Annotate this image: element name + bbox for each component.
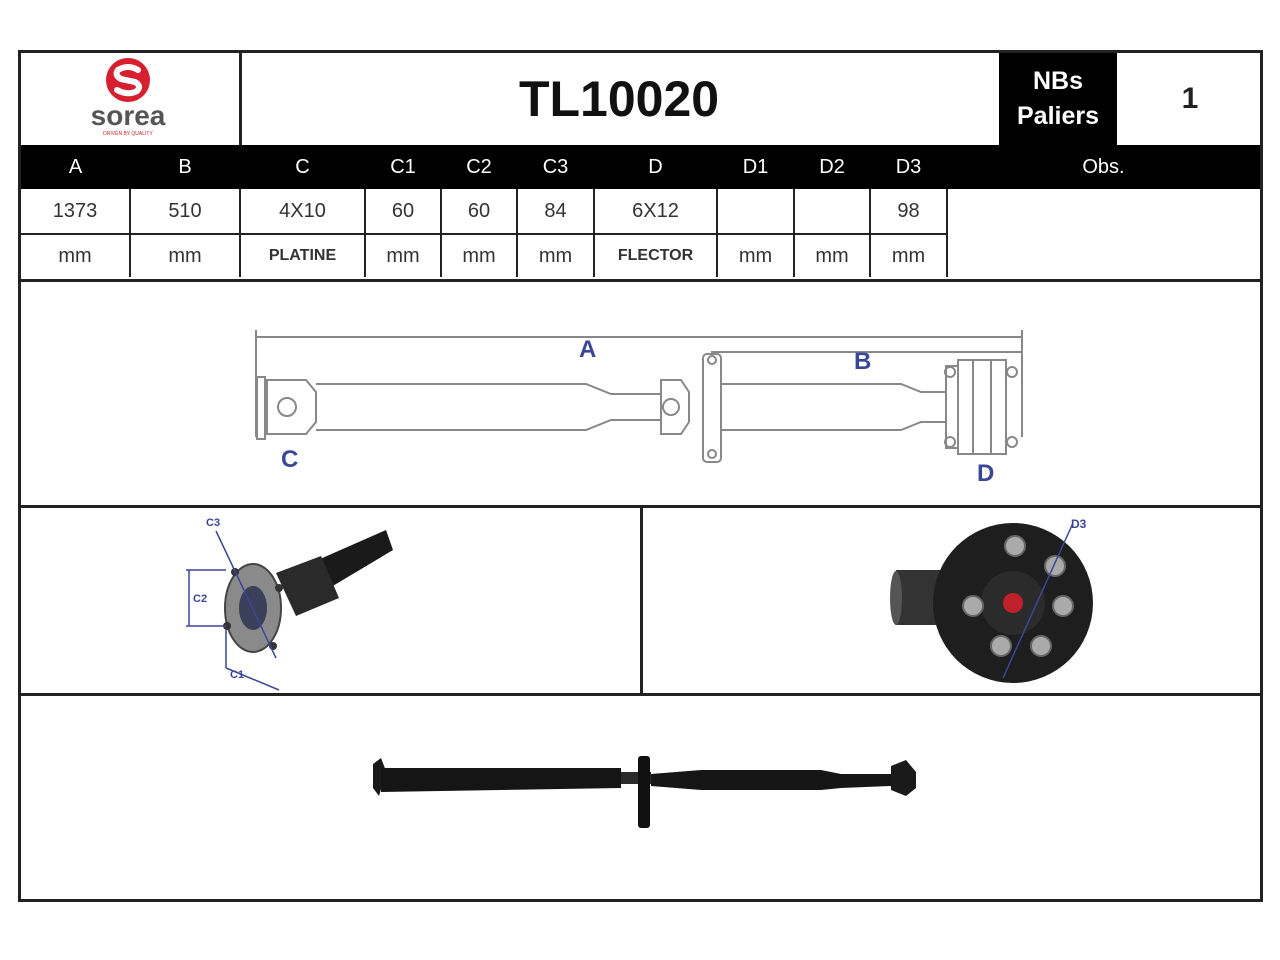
unit-obs [947,234,1260,277]
diagram-label-a: A [579,336,596,363]
nbs-paliers-label: NBs Paliers [999,53,1117,145]
driveshaft-diagram: A B C D [255,330,1023,487]
col-header-obs: Obs. [947,145,1260,189]
diagram-label-c: C [281,446,298,473]
flange-detail-image: C3 C2 C1 [186,517,393,691]
detail-label-c1: C1 [230,669,244,681]
driveshaft-photo [373,756,916,828]
value-a: 1373 [21,189,131,235]
part-number: TL10020 [239,53,1002,145]
col-header-d3: D3 [870,145,947,189]
flector-detail-panel: D3 [643,505,1263,693]
unit-c2: mm [441,234,518,277]
unit-c1: mm [365,234,442,277]
col-header-d1: D1 [717,145,794,189]
col-header-d2: D2 [794,145,870,189]
nbs-paliers-value: 1 [1181,82,1199,115]
unit-c: PLATINE [240,234,366,277]
unit-c3: mm [517,234,595,277]
unit-d1: mm [717,234,795,277]
detail-label-c3: C3 [206,517,220,529]
col-header-c2: C2 [441,145,517,189]
value-c2: 60 [441,189,518,235]
unit-b: mm [130,234,241,277]
col-header-b: B [130,145,240,189]
spec-sheet: sorea DRIVEN BY QUALITY TL10020 NBs Pali… [18,50,1263,902]
value-d2 [794,189,871,235]
logo: sorea DRIVEN BY QUALITY [21,53,242,145]
spec-header-row: A B C C1 C2 C3 D D1 D2 D3 Obs. [21,145,1260,189]
logo-tagline: DRIVEN BY QUALITY [103,131,153,137]
value-c: 4X10 [240,189,366,235]
value-d1 [717,189,795,235]
detail-label-d3: D3 [1071,517,1087,531]
sorea-logo-icon: sorea DRIVEN BY QUALITY [91,58,166,137]
value-obs [947,189,1260,234]
header-row: sorea DRIVEN BY QUALITY TL10020 NBs Pali… [21,53,1260,148]
dimension-diagram-panel: A B C D [21,279,1260,505]
driveshaft-photo-panel [21,693,1260,902]
nbs-label-line1: NBs [1032,67,1083,95]
col-header-c1: C1 [365,145,441,189]
value-c1: 60 [365,189,442,235]
unit-d2: mm [794,234,871,277]
unit-d3: mm [870,234,948,277]
unit-a: mm [21,234,131,277]
flector-detail-image: D3 [890,517,1093,683]
detail-label-c2: C2 [193,593,207,605]
diagram-label-d: D [977,460,994,487]
spec-table: A B C C1 C2 C3 D D1 D2 D3 Obs. 1373 510 … [21,145,1260,277]
col-header-d: D [594,145,717,189]
col-header-a: A [21,145,130,189]
nbs-label-line2: Paliers [1016,102,1099,130]
value-b: 510 [130,189,241,235]
unit-d: FLECTOR [594,234,718,277]
flange-detail-panel: C3 C2 C1 [21,505,643,693]
diagram-label-b: B [854,348,871,375]
col-header-c: C [240,145,365,189]
value-d3: 98 [870,189,948,235]
logo-text: sorea [91,100,166,131]
spec-unit-row: mm mm PLATINE mm mm mm FLECTOR mm mm mm [21,234,1260,277]
spec-value-row: 1373 510 4X10 60 60 84 6X12 98 [21,189,1260,235]
col-header-c3: C3 [517,145,594,189]
value-c3: 84 [517,189,595,235]
value-d: 6X12 [594,189,718,235]
